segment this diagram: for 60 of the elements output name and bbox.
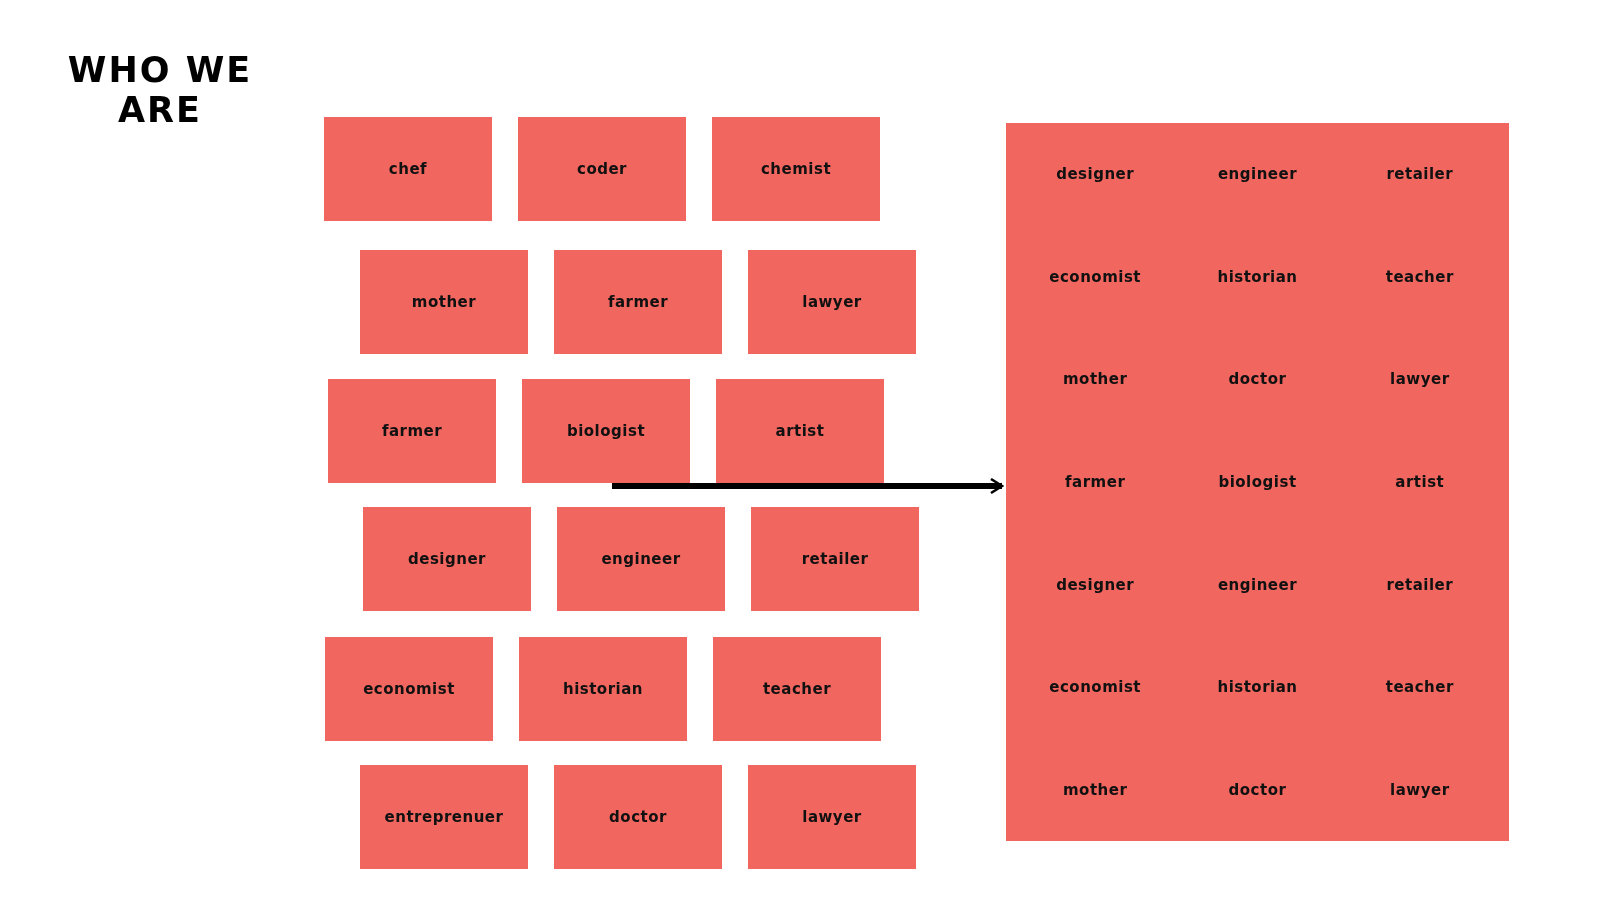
role-card: [554, 765, 722, 869]
role-label: engineer: [1217, 575, 1298, 594]
role-label: biologist: [1218, 473, 1297, 491]
role-card: [713, 637, 881, 741]
role-label: historian: [1217, 267, 1298, 286]
role-card: [519, 637, 687, 741]
role-card: [557, 507, 725, 611]
role-card: [554, 250, 722, 354]
role-label: retailer: [801, 550, 869, 568]
role-card: [716, 379, 884, 483]
role-label: historian: [1217, 678, 1298, 697]
role-label: economist: [1049, 267, 1142, 286]
role-label: doctor: [1228, 780, 1287, 799]
title: WHO WE ARE: [66, 50, 254, 130]
role-label: teacher: [1385, 678, 1454, 697]
role-label: designer: [1056, 575, 1135, 594]
role-card: [324, 117, 492, 221]
role-label: retailer: [1386, 575, 1454, 594]
role-label: farmer: [381, 422, 443, 440]
role-label: engineer: [601, 550, 681, 568]
role-card: [712, 117, 880, 221]
role-label: artist: [1395, 473, 1445, 491]
role-label: biologist: [566, 422, 646, 440]
role-card: [751, 507, 919, 611]
role-label: mother: [1063, 370, 1128, 389]
role-label: chemist: [760, 160, 832, 178]
role-label: lawyer: [802, 293, 862, 311]
role-label: teacher: [762, 680, 832, 698]
role-label: teacher: [1385, 267, 1454, 286]
role-panel: [1006, 123, 1509, 841]
role-label: chef: [388, 160, 428, 178]
role-label: lawyer: [1390, 780, 1450, 799]
role-card: [360, 250, 528, 354]
role-label: doctor: [609, 808, 667, 826]
role-card: [748, 250, 916, 354]
role-label: historian: [562, 680, 644, 698]
role-label: artist: [775, 422, 825, 440]
role-label: designer: [1056, 165, 1135, 184]
role-label: economist: [363, 680, 455, 698]
role-label: designer: [408, 550, 486, 568]
role-card: [518, 117, 686, 221]
role-card: [748, 765, 916, 869]
role-card: [360, 765, 528, 869]
role-label: mother: [411, 293, 477, 311]
arrow: [612, 477, 1004, 495]
role-card: [363, 507, 531, 611]
role-label: mother: [1063, 780, 1128, 799]
role-card: [325, 637, 493, 741]
role-label: entreprenuer: [384, 808, 504, 826]
role-label: lawyer: [802, 808, 862, 826]
role-label: doctor: [1228, 370, 1287, 389]
role-card: [328, 379, 496, 483]
role-label: farmer: [607, 293, 669, 311]
role-label: lawyer: [1390, 370, 1450, 389]
role-card: [522, 379, 690, 483]
role-label: farmer: [1065, 473, 1126, 491]
role-label: economist: [1049, 678, 1142, 697]
role-label: engineer: [1217, 165, 1298, 184]
role-label: retailer: [1386, 165, 1454, 184]
role-label: coder: [577, 160, 627, 178]
